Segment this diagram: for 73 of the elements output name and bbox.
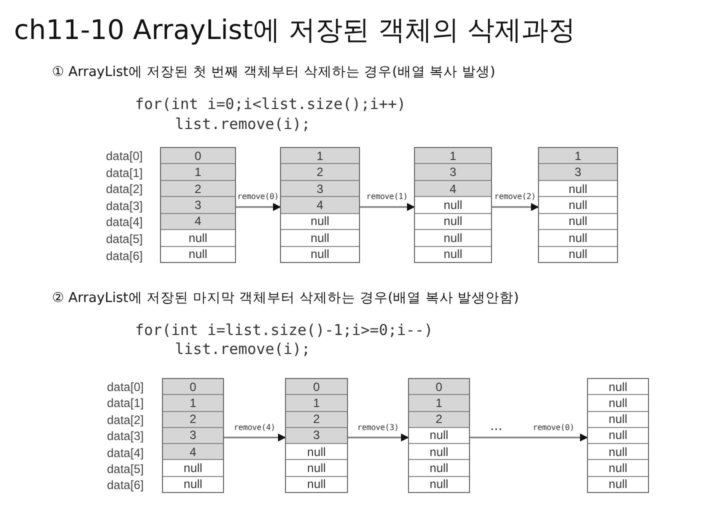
- code-line: list.remove(i);: [175, 115, 310, 133]
- index-label: data[3]: [106, 200, 143, 212]
- array-cell: 4: [163, 443, 223, 460]
- index-label: data[6]: [107, 479, 144, 492]
- array-cell: null: [588, 443, 648, 460]
- array-cell: 2: [286, 410, 347, 427]
- code-line: list.remove(i);: [175, 340, 310, 358]
- array-cell: 3: [415, 163, 491, 180]
- array-cell: 3: [539, 163, 617, 180]
- array-cell: 1: [409, 394, 469, 411]
- array-column: [285, 378, 348, 493]
- array-cell: 0: [286, 379, 347, 394]
- array-cell: null: [588, 379, 648, 394]
- array-cell: 0: [161, 148, 235, 164]
- array-cell: 4: [161, 212, 235, 230]
- array-cell: 2: [409, 410, 469, 427]
- index-label: data[2]: [107, 414, 144, 426]
- array-cell: 2: [161, 180, 235, 196]
- arrow: [360, 203, 415, 211]
- array-column: [587, 378, 649, 493]
- edge-label: remove(2): [494, 193, 536, 201]
- array-column: [538, 147, 618, 263]
- array-cell: 3: [163, 426, 223, 444]
- arrow: [224, 434, 286, 442]
- edge-label: remove(4): [234, 424, 276, 432]
- array-cell: 1: [163, 394, 223, 411]
- array-cell: 0: [409, 379, 469, 394]
- array-cell: 1: [415, 148, 491, 164]
- arrow: [348, 434, 409, 442]
- edge-label: remove(0): [237, 193, 279, 201]
- array-cell: null: [409, 443, 469, 460]
- index-label: data[5]: [107, 463, 144, 475]
- index-label: data[0]: [107, 381, 144, 393]
- edge-label: remove(0): [532, 424, 574, 432]
- index-label: data[5]: [106, 233, 143, 245]
- array-cell: 1: [286, 394, 347, 411]
- edge-label: remove(1): [366, 193, 408, 201]
- array-cell: 1: [539, 148, 617, 164]
- code-line: for(int i=list.size()-1;i>=0;i--): [135, 321, 434, 339]
- array-cell: 3: [161, 196, 235, 213]
- index-label: data[6]: [106, 250, 143, 262]
- array-column: [162, 378, 224, 493]
- array-cell: null: [539, 180, 617, 196]
- array-cell: 0: [163, 379, 223, 394]
- array-cell: 2: [163, 410, 223, 427]
- array-cell: 1: [161, 163, 235, 180]
- array-cell: 2: [281, 163, 359, 180]
- section-heading: ② ArrayList에 저장된 마지막 객체부터 삭제하는 경우(배열 복사 발생안함): [52, 289, 519, 307]
- arrow: [492, 203, 539, 211]
- arrow: [236, 203, 281, 211]
- array-column: [280, 147, 360, 263]
- array-column: [414, 147, 492, 263]
- ellipsis: ...: [490, 420, 502, 433]
- array-cell: 4: [281, 196, 359, 213]
- code-line: for(int i=0;i<list.size();i++): [135, 95, 406, 113]
- array-cell: 3: [281, 180, 359, 196]
- index-label: data[3]: [107, 430, 144, 442]
- index-label: data[1]: [106, 166, 143, 179]
- index-label: data[4]: [106, 216, 143, 228]
- slide-title: ch11-10 ArrayList에 저장된 객체의 삭제과정: [14, 14, 576, 48]
- array-column: [160, 147, 236, 263]
- array-cell: null: [286, 443, 347, 460]
- arrow: [470, 434, 588, 442]
- index-label: data[4]: [107, 446, 144, 459]
- section-heading: ① ArrayList에 저장된 첫 번째 객체부터 삭제하는 경우(배열 복사 발생): [52, 63, 496, 81]
- index-label: data[1]: [107, 397, 144, 410]
- edge-label: remove(3): [357, 424, 399, 432]
- array-cell: 3: [286, 426, 347, 444]
- array-cell: 4: [415, 180, 491, 196]
- index-label: data[2]: [106, 183, 143, 196]
- array-cell: 1: [281, 148, 359, 164]
- index-label: data[0]: [106, 150, 143, 162]
- array-column: [408, 378, 470, 493]
